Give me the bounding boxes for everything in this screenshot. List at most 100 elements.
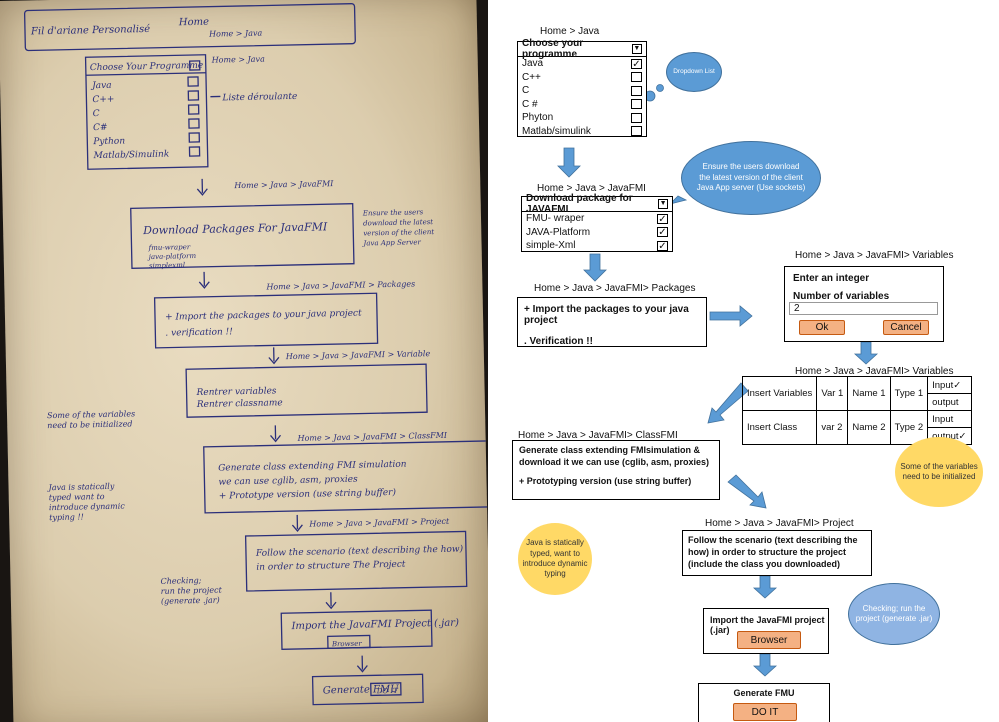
chevron-down-icon[interactable]: ▼ — [658, 199, 668, 209]
programme-dropdown-title: Choose your programme — [522, 38, 584, 60]
table-cell: Insert Variables — [741, 376, 818, 411]
breadcrumb-project: Home > Java > JavaFMI> Project — [705, 518, 854, 529]
svg-text:download the latest: download the latest — [363, 218, 433, 227]
classfmi-generate-text: Generate class extending FMIsimulation &… — [519, 445, 710, 467]
classfmi-prototype-text: + Prototyping version (use string buffer… — [519, 476, 692, 487]
breadcrumb-variables-table: Home > Java > JavaFMI> Variables — [795, 366, 954, 377]
programme-option-label: Java — [522, 58, 544, 70]
project-box: Follow the scenario (text describing the… — [682, 530, 872, 576]
svg-text:fmu-wraper: fmu-wraper — [147, 243, 190, 252]
programme-option[interactable]: Java ✓ — [518, 57, 646, 71]
svg-text:Ensure the users: Ensure the users — [362, 208, 424, 217]
checkbox[interactable]: ✓ — [657, 227, 668, 239]
chevron-down-icon[interactable]: ▼ — [631, 44, 642, 54]
svg-text:typed want to: typed want to — [49, 492, 105, 502]
breadcrumb-variables-top: Home > Java > JavaFMI> Variables — [795, 250, 954, 261]
svg-text:(generate .jar): (generate .jar) — [161, 596, 220, 606]
arrow-diagonal-right — [727, 474, 767, 509]
cancel-button[interactable]: Cancel — [883, 320, 929, 335]
svg-text:java-platform: java-platform — [147, 252, 197, 261]
arrow-down-3 — [853, 341, 879, 365]
import-jar-title: Import the JavaFMI project (.jar) — [710, 615, 825, 635]
svg-text:Home: Home — [178, 17, 209, 29]
svg-text:Fil d'ariane Personalisé: Fil d'ariane Personalisé — [30, 24, 150, 38]
import-jar-box: Import the JavaFMI project (.jar) Browse… — [703, 608, 829, 654]
io-cell[interactable]: Input — [927, 410, 972, 428]
table-cell: Var 1 — [816, 376, 849, 411]
programme-option-label: Phyton — [522, 112, 554, 124]
paper-sheet: Fil d'ariane Personalisé Home Home > Jav… — [0, 0, 488, 722]
download-option[interactable]: JAVA-Platform✓ — [522, 226, 672, 240]
ensure-users-bubble: Ensure the users download the latest ver… — [681, 141, 821, 215]
browser-button[interactable]: Browser — [737, 631, 801, 649]
programme-option-label: C — [522, 85, 530, 97]
svg-text:Home > Java > JavaFMI > Packag: Home > Java > JavaFMI > Packages — [265, 279, 415, 291]
svg-text:Browser: Browser — [331, 640, 363, 649]
checkbox[interactable] — [631, 72, 642, 83]
packages-import-text: + Import the packages to your java proje… — [524, 304, 689, 326]
svg-text:in order to structure The Proj: in order to structure The Project — [256, 560, 406, 573]
programme-option[interactable]: C # — [518, 98, 646, 112]
packages-box: + Import the packages to your java proje… — [517, 297, 707, 347]
flow-arrows — [557, 84, 879, 677]
classfmi-box: Generate class extending FMIsimulation &… — [512, 440, 720, 500]
svg-text:run the project: run the project — [161, 586, 223, 596]
number-of-variables-input[interactable]: 2 — [789, 302, 938, 315]
svg-text:Checking;: Checking; — [160, 576, 201, 586]
svg-text:Home > Java: Home > Java — [208, 29, 263, 39]
svg-text:introduce dynamic: introduce dynamic — [49, 502, 125, 513]
checkbox[interactable]: ✓ — [631, 58, 642, 70]
checkbox[interactable] — [631, 126, 642, 137]
svg-text:Home > Java > JavaFMI: Home > Java > JavaFMI — [233, 179, 334, 190]
svg-text:Home > Java > JavaFMI > Variab: Home > Java > JavaFMI > Variable — [285, 349, 431, 361]
table-cell: Insert Class — [741, 410, 818, 445]
checkbox[interactable] — [631, 85, 642, 96]
download-package-title: Download package for JAVAFMI — [526, 193, 633, 215]
programme-option-label: C # — [522, 98, 538, 110]
programme-option[interactable]: C++ — [518, 71, 646, 85]
svg-text:C++: C++ — [92, 95, 114, 105]
download-option[interactable]: FMU- wraper✓ — [522, 212, 672, 226]
do-it-button[interactable]: DO IT — [733, 703, 797, 721]
download-option-label: simple-Xml — [526, 240, 576, 252]
svg-text:Choose Your Programme: Choose Your Programme — [90, 61, 204, 73]
svg-text:Home > Java: Home > Java — [211, 55, 266, 65]
svg-text:Matlab/Simulink: Matlab/Simulink — [93, 150, 170, 162]
checkbox[interactable] — [631, 112, 642, 123]
io-cell[interactable]: Input✓ — [927, 376, 972, 394]
svg-text:Liste déroulante: Liste déroulante — [221, 91, 297, 104]
svg-text:simplexml: simplexml — [149, 261, 185, 270]
programme-option[interactable]: Matlab/simulink — [518, 125, 646, 139]
programme-option-label: Matlab/simulink — [522, 125, 591, 137]
download-options-list: FMU- wraper✓JAVA-Platform✓simple-Xml ✓ — [522, 212, 672, 253]
table-cell: var 2 — [816, 410, 849, 445]
table-cell: Name 1 — [847, 376, 891, 411]
generate-fmu-title: Generate FMU — [733, 688, 795, 698]
svg-text:typing !!: typing !! — [49, 512, 84, 522]
checkbox[interactable] — [631, 99, 642, 110]
programme-dropdown-header[interactable]: Choose your programme ▼ — [518, 38, 646, 60]
io-cell[interactable]: output — [927, 393, 972, 411]
checkbox[interactable]: ✓ — [657, 240, 668, 252]
svg-text:Follow the scenario (text desc: Follow the scenario (text describing the… — [255, 543, 464, 558]
svg-text:Download Packages For JavaFMI: Download Packages For JavaFMI — [142, 220, 328, 237]
breadcrumb-packages: Home > Java > JavaFMI> Packages — [534, 283, 696, 294]
arrow-right — [709, 305, 753, 327]
programme-option[interactable]: Phyton — [518, 111, 646, 125]
download-option[interactable]: simple-Xml ✓ — [522, 239, 672, 253]
generate-fmu-box: Generate FMU DO IT — [698, 683, 830, 722]
integer-dialog: Enter an integer Number of variables 2 O… — [784, 266, 944, 342]
number-of-variables-label: Number of variables — [793, 291, 890, 302]
checkbox[interactable]: ✓ — [657, 213, 668, 225]
arrow-down-4 — [752, 575, 778, 599]
project-scenario-text: Follow the scenario (text describing the… — [688, 535, 858, 570]
arrow-down-2 — [583, 253, 607, 282]
packages-verification-text: . Verification !! — [524, 336, 593, 347]
ok-button[interactable]: Ok — [799, 320, 845, 335]
programme-option[interactable]: C — [518, 84, 646, 98]
download-package-dropdown[interactable]: Download package for JAVAFMI ▼ FMU- wrap… — [521, 193, 673, 253]
svg-text:need to be initialized: need to be initialized — [47, 419, 132, 430]
download-package-header[interactable]: Download package for JAVAFMI ▼ — [522, 193, 672, 215]
